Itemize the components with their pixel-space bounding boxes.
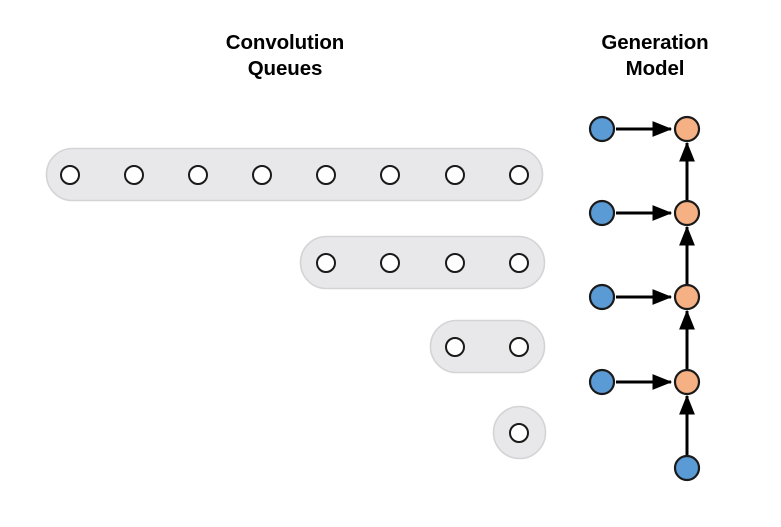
queue-cell[interactable] bbox=[509, 423, 529, 443]
input-node-blue[interactable] bbox=[588, 368, 616, 396]
queue-cell[interactable] bbox=[445, 165, 465, 185]
output-node-orange[interactable] bbox=[673, 115, 701, 143]
page-title-convolution-queues: Convolution Queues bbox=[225, 31, 345, 80]
page-title-generation-model: Generation Model bbox=[601, 31, 709, 80]
queue-cell[interactable] bbox=[509, 253, 529, 273]
queue-cell[interactable] bbox=[509, 165, 529, 185]
queue-row-3 bbox=[429, 319, 546, 374]
input-node-blue[interactable] bbox=[588, 199, 616, 227]
input-node-blue[interactable] bbox=[588, 115, 616, 143]
convolution-queues-group bbox=[45, 147, 547, 460]
queue-cell[interactable] bbox=[252, 165, 272, 185]
queue-row-4 bbox=[492, 405, 547, 460]
queue-pill bbox=[299, 235, 546, 290]
queue-pill bbox=[45, 147, 544, 202]
queue-row-1 bbox=[45, 147, 544, 202]
input-node-blue[interactable] bbox=[588, 283, 616, 311]
generation-model-group bbox=[588, 115, 701, 482]
start-node-blue[interactable] bbox=[673, 454, 701, 482]
queue-cell[interactable] bbox=[124, 165, 144, 185]
output-node-orange[interactable] bbox=[673, 283, 701, 311]
queue-pill bbox=[429, 319, 546, 374]
queue-row-2 bbox=[299, 235, 546, 290]
queue-cell[interactable] bbox=[60, 165, 80, 185]
output-node-orange[interactable] bbox=[673, 199, 701, 227]
queue-cell[interactable] bbox=[316, 165, 336, 185]
queue-cell[interactable] bbox=[509, 337, 529, 357]
queue-cell[interactable] bbox=[380, 253, 400, 273]
queue-cell[interactable] bbox=[380, 165, 400, 185]
output-node-orange[interactable] bbox=[673, 368, 701, 396]
queue-cell[interactable] bbox=[316, 253, 336, 273]
queue-cell[interactable] bbox=[445, 337, 465, 357]
queue-cell[interactable] bbox=[445, 253, 465, 273]
queue-cell[interactable] bbox=[188, 165, 208, 185]
